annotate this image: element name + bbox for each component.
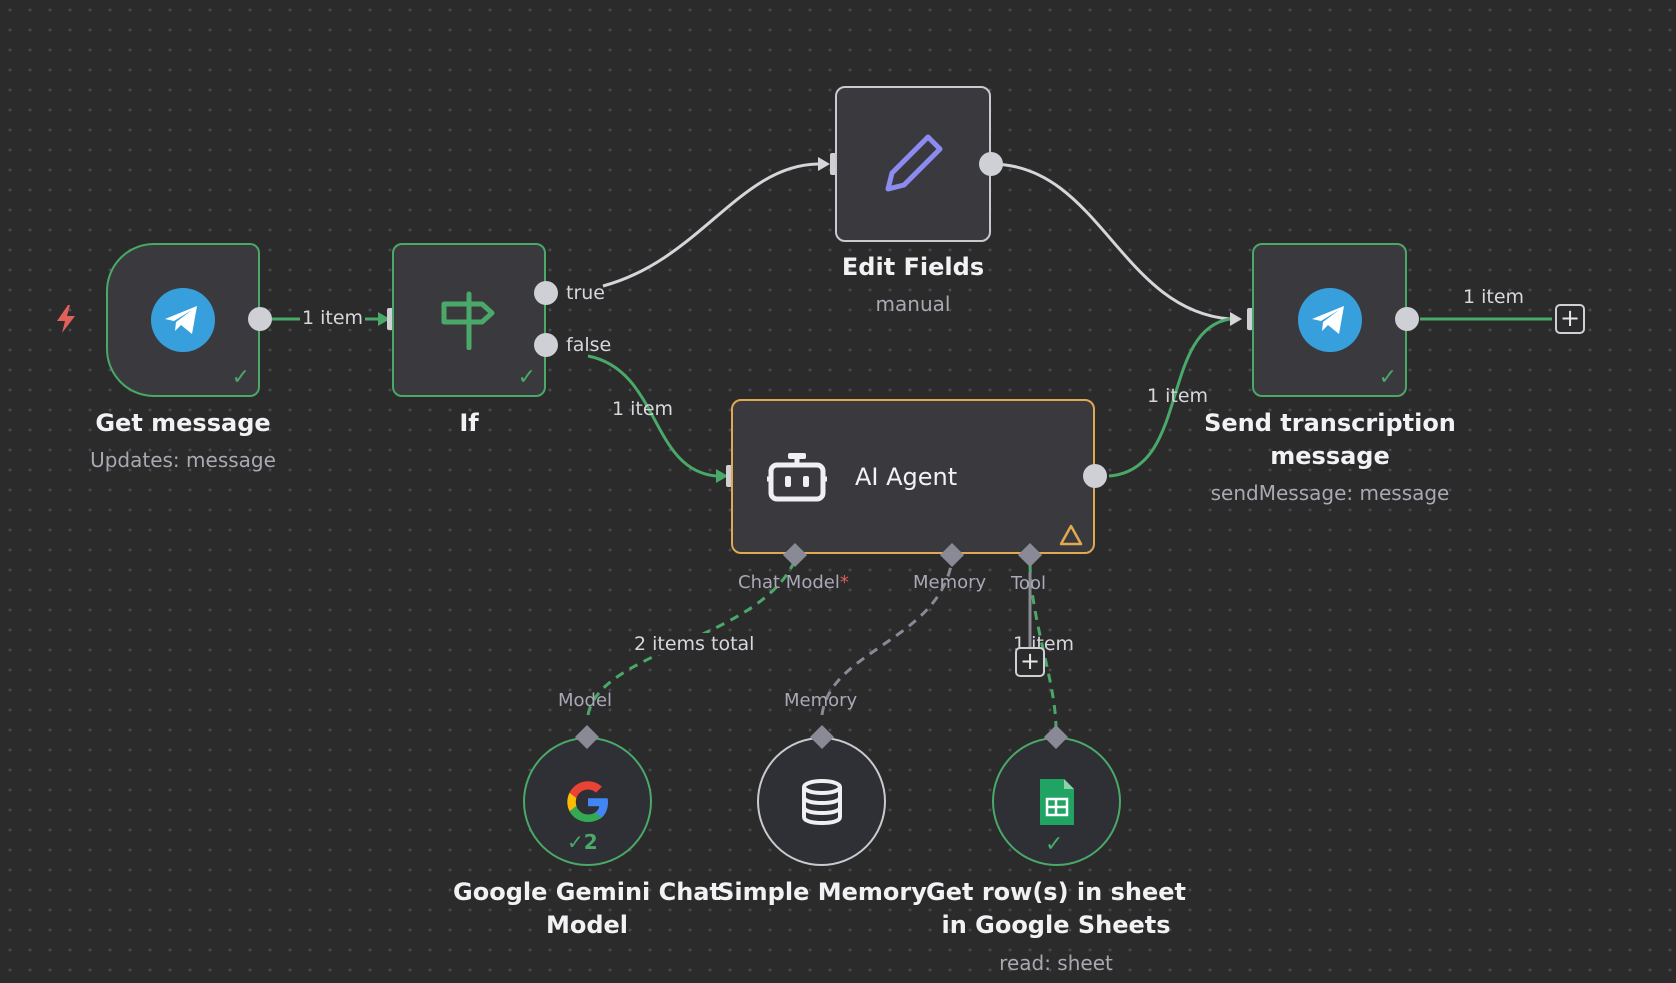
port-label-model: Model (558, 690, 613, 711)
node-send-transcription[interactable]: ✓ (1252, 243, 1407, 397)
pencil-icon (885, 134, 943, 192)
node-title: If (459, 409, 479, 437)
run-count-badge: ✓2 (567, 830, 598, 854)
node-title-line2: message (1270, 442, 1390, 470)
node-subtitle: manual (875, 292, 951, 316)
port-label-memory: Memory (784, 690, 858, 711)
port-label-memory: Memory (913, 572, 987, 593)
node-title: Get message (95, 409, 271, 437)
output-port[interactable] (979, 152, 1003, 176)
edge-arrow (818, 157, 830, 171)
node-title-line2: in Google Sheets (941, 911, 1171, 939)
node-title-line2: Model (545, 911, 629, 939)
edge-label: 1 item (300, 307, 366, 329)
output-port[interactable] (1083, 464, 1107, 488)
add-tool-button[interactable]: + (1015, 647, 1045, 677)
trigger-bolt-icon (57, 305, 75, 333)
edge-if-false-to-agent (587, 354, 717, 478)
node-title-line1: Google Gemini Chat (453, 878, 721, 906)
success-check-icon: ✓ (1045, 832, 1064, 857)
add-node-button[interactable]: + (1555, 304, 1585, 334)
node-edit-fields[interactable] (835, 86, 991, 242)
edge-memory-to-agent (820, 559, 954, 716)
node-title: AI Agent (855, 462, 958, 491)
output-port-false[interactable] (534, 333, 558, 357)
edge-edit-fields-to-send (991, 162, 1231, 321)
edge-label: 2 items total (631, 633, 758, 655)
edge-if-true-to-edit-fields (602, 162, 819, 288)
google-sheets-icon (1039, 778, 1074, 825)
node-if[interactable]: ✓ (392, 243, 546, 397)
port-label-false: false (566, 334, 612, 356)
output-port[interactable] (1395, 307, 1419, 331)
telegram-icon (1297, 288, 1362, 352)
node-title: Simple Memory (717, 878, 927, 906)
telegram-icon (151, 288, 215, 352)
signpost-icon (441, 291, 495, 350)
node-subtitle: read: sheet (999, 951, 1113, 975)
node-subtitle: Updates: message (90, 448, 276, 472)
required-marker: * (839, 572, 849, 593)
success-check-icon: ✓ (1378, 365, 1397, 390)
edge-agent-to-send (1108, 317, 1231, 478)
port-label-true: true (566, 282, 605, 304)
edge-label: 1 item (1147, 385, 1209, 407)
output-port[interactable] (248, 307, 272, 331)
node-get-message[interactable]: ✓ (106, 243, 260, 397)
success-check-icon: ✓ (517, 365, 536, 390)
port-label-tool: Tool (1011, 573, 1046, 594)
edge-gemini-to-agent (586, 559, 797, 716)
node-ai-agent[interactable]: AI Agent (731, 399, 1095, 554)
node-google-gemini[interactable]: ✓2 (523, 737, 652, 866)
edge-label: 1 item (1463, 286, 1525, 308)
database-icon (801, 778, 842, 825)
success-check-icon: ✓ (231, 365, 250, 390)
node-title-line1: Send transcription (1204, 409, 1456, 437)
edge-arrow (1230, 312, 1242, 326)
node-google-sheets[interactable]: ✓ (992, 737, 1121, 866)
output-port-true[interactable] (534, 281, 558, 305)
warning-icon[interactable] (1059, 524, 1083, 546)
edge-arrow (716, 469, 728, 483)
node-title: Edit Fields (841, 253, 985, 281)
edge-label: 1 item (612, 398, 674, 420)
node-subtitle: sendMessage: message (1210, 481, 1450, 505)
robot-icon (767, 452, 827, 501)
port-label-chat-model: Chat Model* (738, 572, 849, 593)
edge-arrow (378, 312, 390, 326)
node-title-line1: Get row(s) in sheet (926, 878, 1186, 906)
node-simple-memory[interactable] (757, 737, 886, 866)
google-g-icon (566, 780, 608, 822)
